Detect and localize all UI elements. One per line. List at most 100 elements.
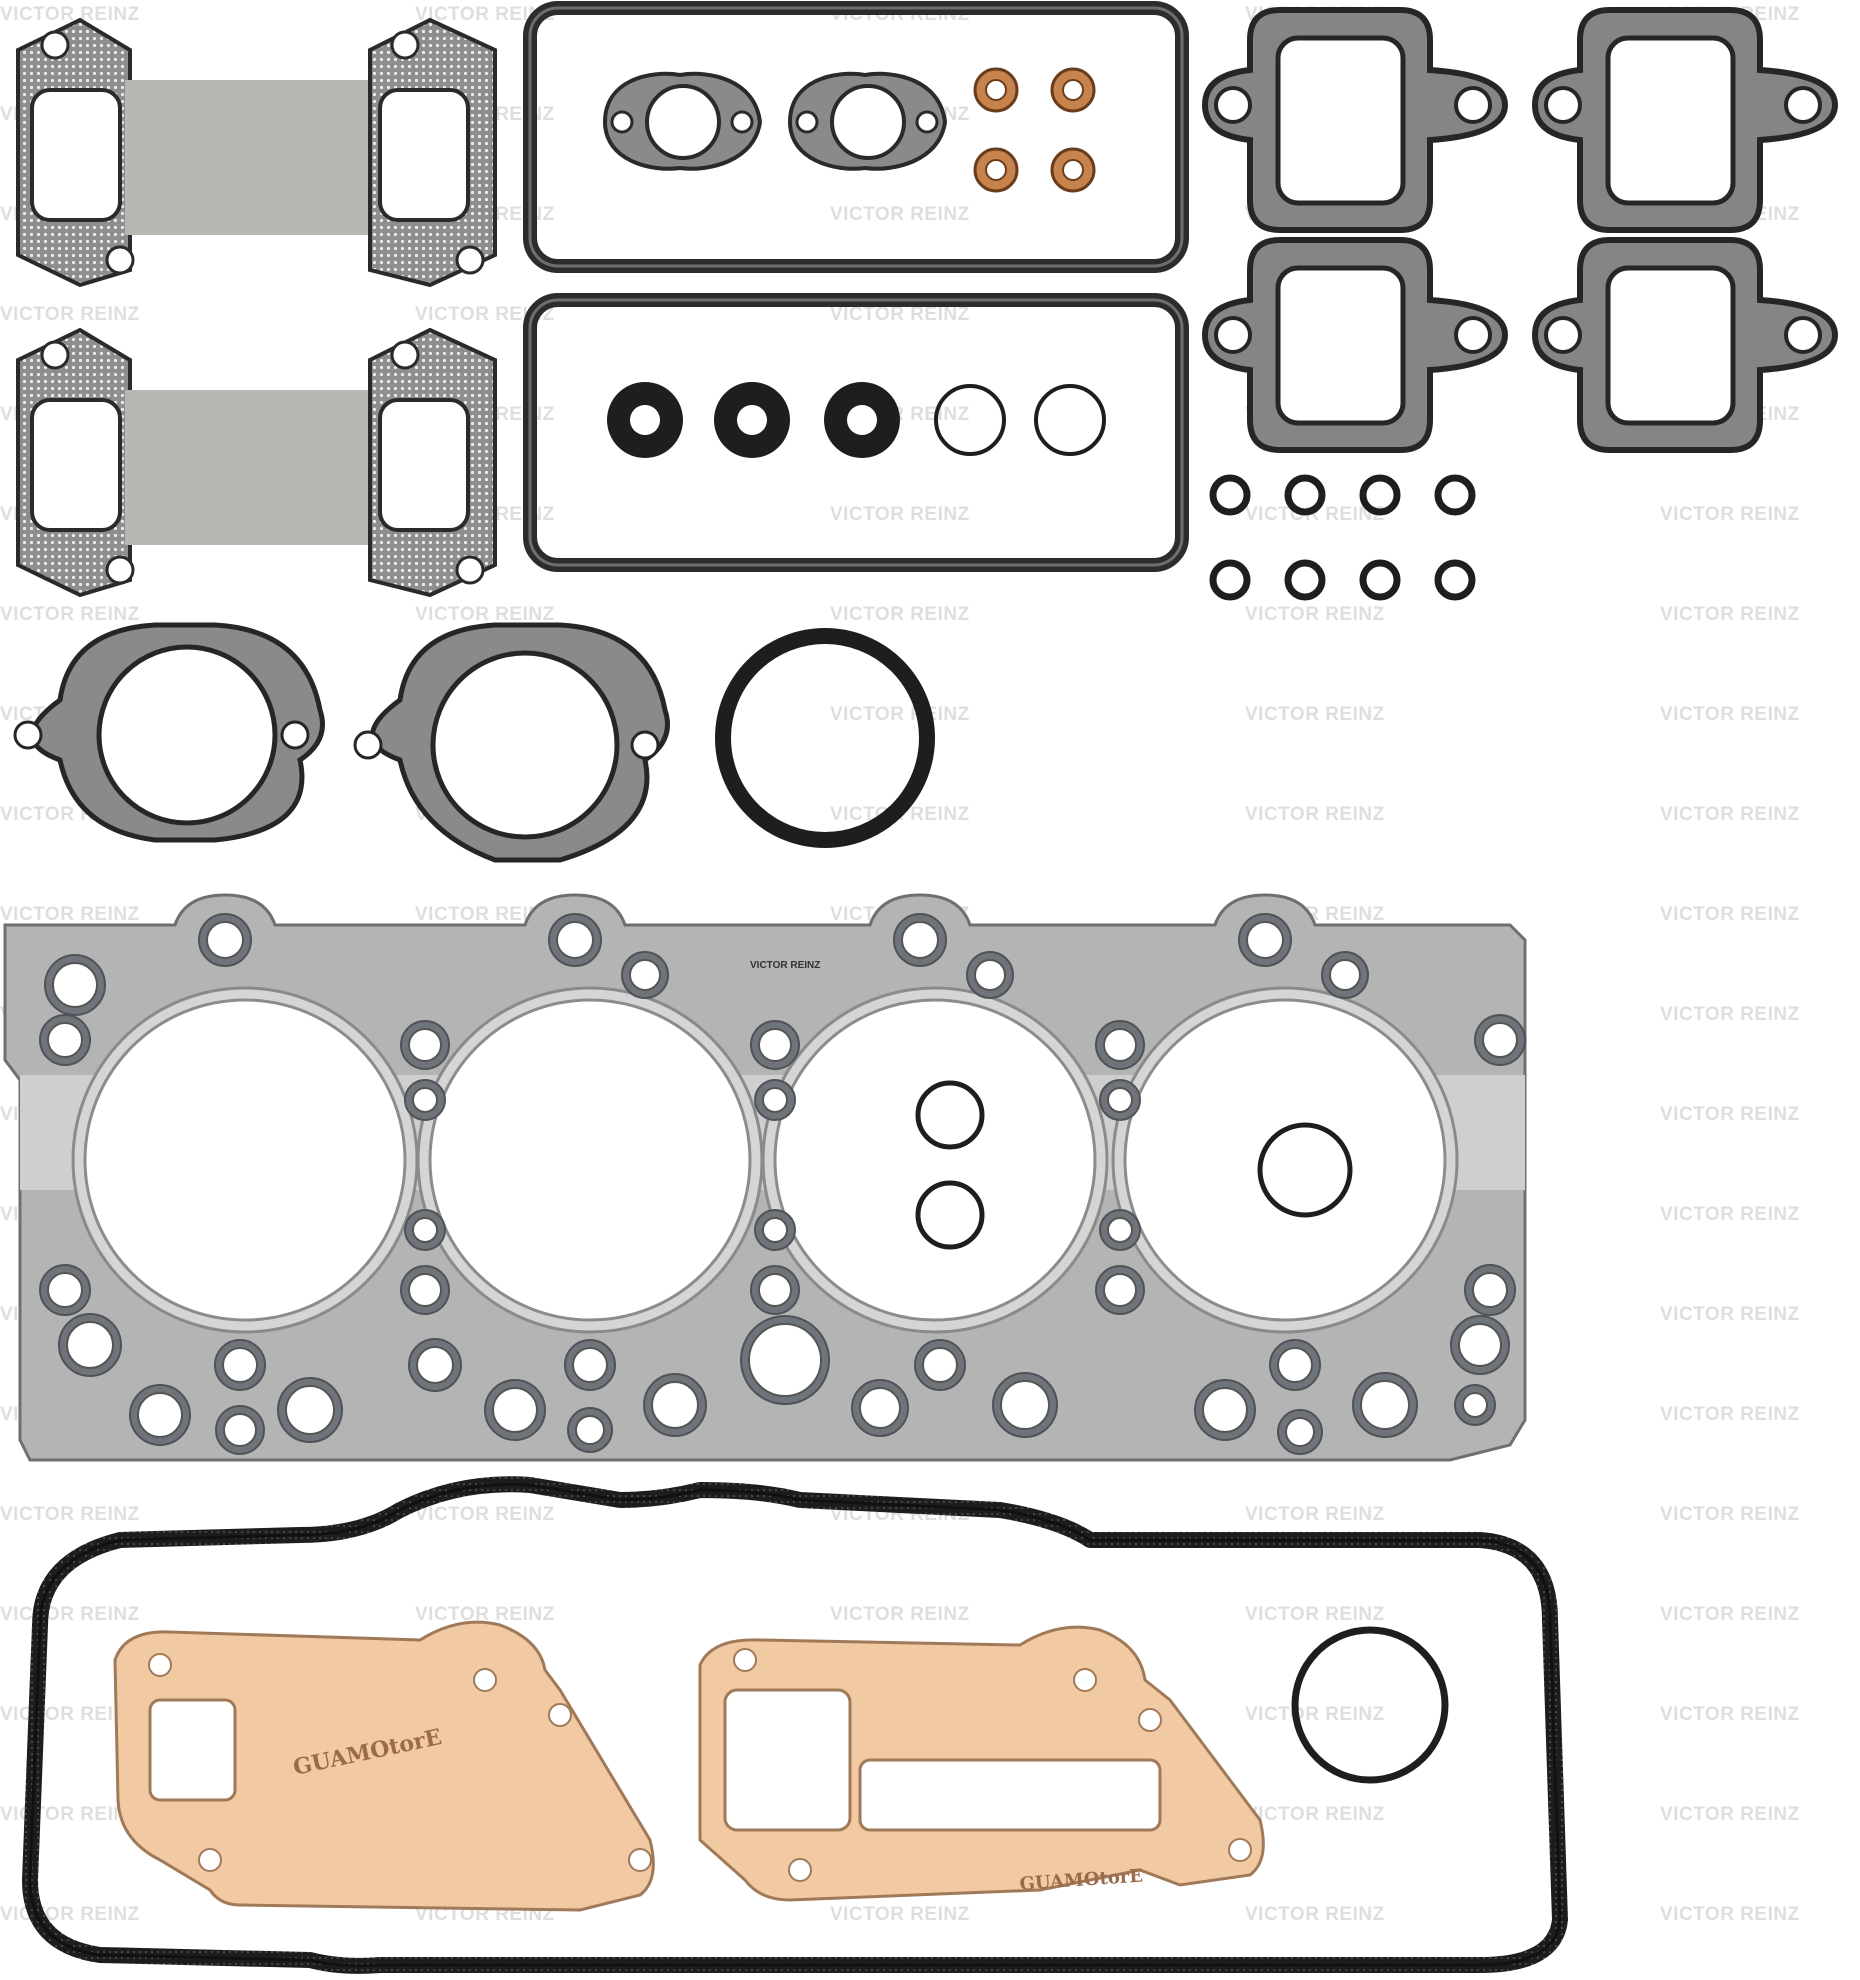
watermark-text: VICTOR REINZ (1660, 1004, 1800, 1025)
watermark-text: VICTOR REINZ (415, 4, 555, 25)
watermark-text: VICTOR REINZ (1245, 1704, 1385, 1725)
watermark-text: VICTOR REINZ (1660, 804, 1800, 825)
head-gasket-hole (572, 1347, 608, 1383)
o-rings-medium (934, 384, 1106, 456)
flange-gasket-small-1 (602, 71, 763, 171)
paper-gasket-1: GUAMOtorE (113, 1620, 655, 1912)
watermark-text: VICTOR REINZ (830, 604, 970, 625)
watermark-text: VICTOR REINZ (830, 204, 970, 225)
valve-cover-gasket-loop (22, 1476, 1568, 1974)
head-gasket-hole (223, 1413, 257, 1447)
watermark-text: VICTOR REINZ (1245, 704, 1385, 725)
head-gasket-hole (575, 1415, 605, 1445)
watermark-text: VICTOR REINZ (415, 904, 555, 925)
head-gasket-hole (416, 1346, 454, 1384)
watermark-text: VICTOR REINZ (0, 1504, 140, 1525)
head-gasket-hole (408, 1273, 442, 1307)
head-gasket-hole (412, 1217, 438, 1243)
head-gasket-hole (1472, 1272, 1508, 1308)
head-gasket-hole (758, 1028, 792, 1062)
small-o-ring (1284, 559, 1326, 601)
head-gasket-hole (1246, 921, 1284, 959)
small-o-rings (1209, 474, 1476, 601)
cylinder-bore (428, 998, 752, 1322)
watermark-text: VICTOR REINZ (0, 304, 140, 325)
watermark-text: VICTOR REINZ (415, 1504, 555, 1525)
paper-gasket-2-brand-b: torE (1099, 1865, 1144, 1889)
head-gasket-hole (285, 1385, 335, 1435)
watermark-text: VICTOR REINZ (1660, 904, 1800, 925)
manifold-flange-gasket-1 (1201, 7, 1509, 233)
small-o-ring (1209, 559, 1251, 601)
large-o-ring (715, 628, 935, 848)
watermark-text: VICTOR REINZ (1660, 1904, 1800, 1925)
head-gasket-hole (762, 1217, 788, 1243)
paper-gasket-2: GUAMOtorE (698, 1625, 1265, 1902)
head-gasket-hole (758, 1273, 792, 1307)
head-gasket-hole (922, 1347, 958, 1383)
head-gasket-hole (47, 1022, 83, 1058)
watermark-text: VICTOR REINZ (1660, 1604, 1800, 1625)
small-o-ring (1434, 474, 1476, 516)
watermark-text: VICTOR REINZ (1660, 504, 1800, 525)
watermark-text: VICTOR REINZ (1660, 1704, 1800, 1725)
cylinder-head-gasket: VICTOR REINZ (3, 893, 1527, 1462)
head-gasket-hole (1103, 1028, 1137, 1062)
head-gasket-hole (1277, 1347, 1313, 1383)
cylinder-bore (773, 998, 1097, 1322)
head-gasket-hole (1360, 1380, 1410, 1430)
large-o-ring-bottom (1291, 1626, 1449, 1784)
watermark-text: VICTOR REINZ (1660, 604, 1800, 625)
watermark-text: VICTOR REINZ (0, 4, 140, 25)
cylinder-bore (1123, 998, 1447, 1322)
rocker-cover-gasket-upper (523, 1, 1189, 273)
watermark-text: VICTOR REINZ (1245, 1604, 1385, 1625)
small-o-ring (1359, 474, 1401, 516)
manifold-flange-gasket-4 (1531, 237, 1839, 453)
watermark-text: VICTOR REINZ (1245, 604, 1385, 625)
watermark-text: VICTOR REINZ (830, 1904, 970, 1925)
head-gasket-hole (408, 1028, 442, 1062)
head-gasket-hole (651, 1381, 699, 1429)
head-gasket-hole (859, 1387, 901, 1429)
small-o-ring (1209, 474, 1251, 516)
head-gasket-hole (492, 1387, 538, 1433)
watermark-text: VICTOR REINZ (415, 604, 555, 625)
manifold-flange-gasket-3 (1201, 237, 1509, 453)
round-flange-gasket-2 (353, 622, 670, 863)
rocker-cover-gasket-lower (523, 293, 1189, 572)
watermark-text: VICTOR REINZ (1660, 1204, 1800, 1225)
watermark-text: VICTOR REINZ (1660, 1504, 1800, 1525)
head-gasket-hole (1482, 1022, 1518, 1058)
head-gasket-hole (556, 921, 594, 959)
small-o-ring (1359, 559, 1401, 601)
head-gasket-hole (901, 921, 939, 959)
watermark-text: VICTOR REINZ (830, 504, 970, 525)
head-gasket-hole (47, 1272, 83, 1308)
watermark-text: VICTOR REINZ (1245, 1804, 1385, 1825)
small-o-ring (1434, 559, 1476, 601)
head-gasket-hole (1285, 1417, 1315, 1447)
watermark-text: VICTOR REINZ (415, 1604, 555, 1625)
head-gasket-hole (1107, 1087, 1133, 1113)
head-gasket-hole (206, 921, 244, 959)
watermark-text: VICTOR REINZ (0, 904, 140, 925)
exhaust-manifold-gasket-top (16, 17, 497, 288)
head-gasket-hole (748, 1323, 822, 1397)
copper-washers (973, 67, 1096, 193)
head-gasket-orings (915, 1080, 1353, 1250)
watermark-text: VICTOR REINZ (0, 1904, 140, 1925)
head-gasket-hole (1458, 1323, 1502, 1367)
watermark-text: VICTOR REINZ (830, 1604, 970, 1625)
exhaust-manifold-gasket-bottom (16, 327, 497, 598)
head-gasket-hole (1103, 1273, 1137, 1307)
watermark-text: VICTOR REINZ (415, 304, 555, 325)
watermark-text: VICTOR REINZ (1660, 1404, 1800, 1425)
head-gasket-hole (1202, 1387, 1248, 1433)
watermark-text: VICTOR REINZ (1245, 1504, 1385, 1525)
paper-gasket-2-brand-a: GUAMO (1019, 1868, 1100, 1895)
head-gasket-hole (1107, 1217, 1133, 1243)
watermark-text: VICTOR REINZ (1660, 1304, 1800, 1325)
cylinder-bore (83, 998, 407, 1322)
